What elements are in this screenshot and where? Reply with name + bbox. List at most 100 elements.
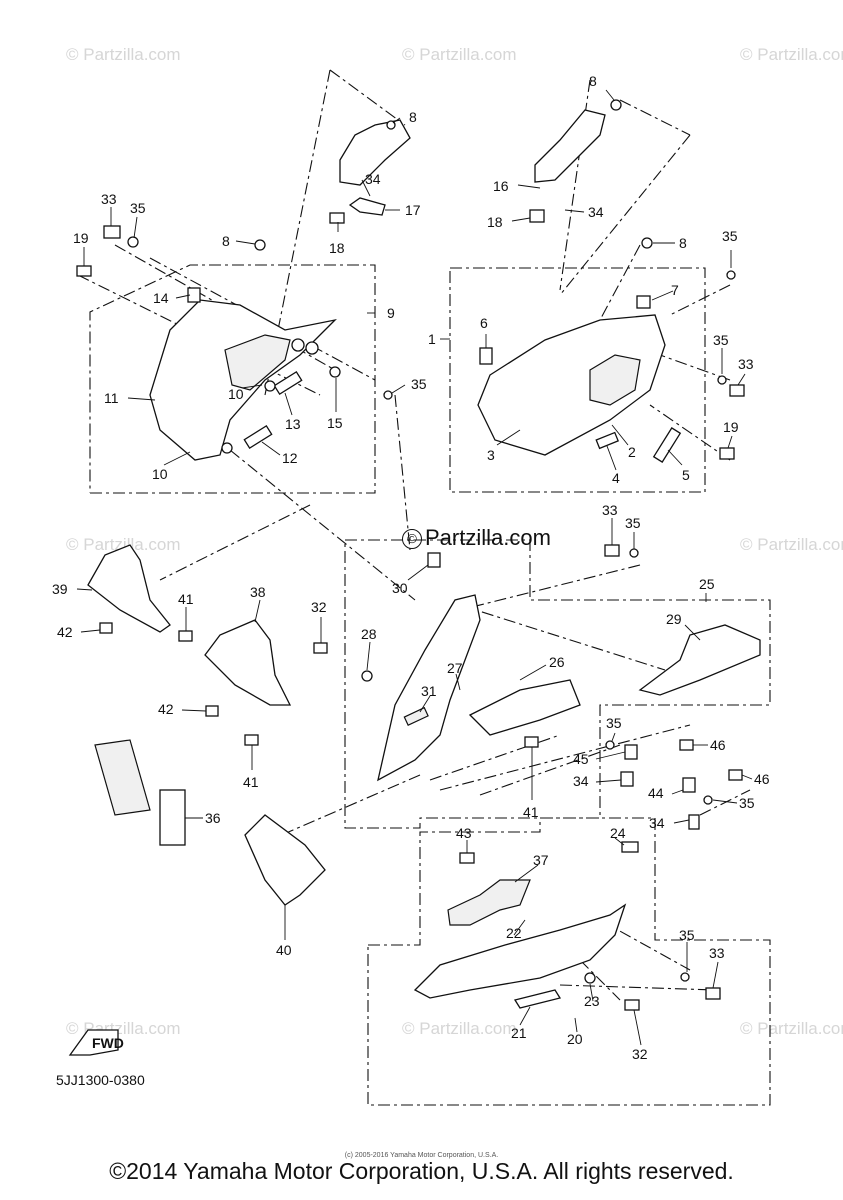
callout-label: 32 (311, 599, 327, 615)
callout-label: 16 (493, 178, 509, 194)
callout-label: 18 (487, 214, 503, 230)
callout-label: 40 (276, 942, 292, 958)
bracket-clip-shape (348, 197, 386, 216)
diagram-code: 5JJ1300-0380 (56, 1072, 145, 1088)
callout-label: 34 (365, 171, 381, 187)
cover-40-shape (244, 814, 326, 906)
callout-label: 32 (632, 1046, 648, 1062)
callout-label: 45 (573, 751, 589, 767)
callout-label: 34 (588, 204, 604, 220)
callout-label: 42 (57, 624, 73, 640)
fwd-arrow-label: FWD (92, 1035, 124, 1051)
callout-label: 24 (610, 825, 626, 841)
copyright-symbol: © (402, 529, 422, 549)
seal-36 (159, 789, 186, 846)
watermark: © Partzilla.com (66, 535, 181, 554)
callout-label: 46 (754, 771, 770, 787)
group-box-25 (344, 539, 771, 829)
watermark: © Partzilla.com (66, 45, 181, 64)
lower-cowling-20-shape (413, 903, 627, 999)
callout-label: 41 (178, 591, 194, 607)
callout-label: 15 (327, 415, 343, 431)
callout-label: 4 (612, 470, 620, 486)
heat-shield-29-shape (638, 624, 761, 696)
group-box-20 (367, 817, 771, 1106)
callout-label: 33 (101, 191, 117, 207)
pad-13 (273, 370, 303, 396)
radiator-shape (94, 739, 151, 816)
pad-21 (513, 989, 562, 1009)
callout-label: 31 (421, 683, 437, 699)
side-cowling-27-shape (377, 594, 481, 782)
watermark: © Partzilla.com (740, 45, 843, 64)
inner-cover-38-shape (204, 619, 292, 706)
callout-label: 29 (666, 611, 682, 627)
callout-label: 30 (392, 580, 408, 596)
pad-12 (243, 424, 273, 450)
pad-4 (595, 431, 619, 450)
callout-label: 17 (405, 202, 421, 218)
callout-label: 1 (428, 331, 436, 347)
leader-lines (76, 89, 753, 1046)
callout-label: 34 (573, 773, 589, 789)
callout-label: 13 (285, 416, 301, 432)
left-cowling-vent (224, 334, 291, 391)
fine-print: (c) 2005-2016 Yamaha Motor Corporation, … (344, 1152, 499, 1159)
callout-label: 33 (738, 356, 754, 372)
callout-label: 35 (722, 228, 738, 244)
callout-label: 5 (682, 467, 690, 483)
callout-label: 35 (130, 200, 146, 216)
callout-label: 35 (606, 715, 622, 731)
callout-label: 8 (409, 109, 417, 125)
callout-labels: 8 34 17 18 33 35 19 8 14 9 11 10 13 15 3… (52, 73, 770, 1062)
callout-label: 35 (411, 376, 427, 392)
copyright-footer: ©2014 Yamaha Motor Corporation, U.S.A. A… (109, 1158, 734, 1184)
callout-label: 10 (152, 466, 168, 482)
watermark: © Partzilla.com (402, 45, 517, 64)
callout-label: 18 (329, 240, 345, 256)
group-box-1 (449, 267, 706, 493)
callout-label: 33 (709, 945, 725, 961)
callout-label: 19 (73, 230, 89, 246)
callout-label: 41 (523, 804, 539, 820)
callout-label: 7 (671, 282, 679, 298)
callout-label: 2 (628, 444, 636, 460)
group-boxes (89, 264, 771, 1106)
callout-label: 35 (625, 515, 641, 531)
callout-label: 37 (533, 852, 549, 868)
center-lines (77, 69, 751, 1001)
watermark: © Partzilla.com (740, 1019, 843, 1038)
callout-label: 3 (487, 447, 495, 463)
callout-label: 35 (679, 927, 695, 943)
center-watermark-text: Partzilla.com (425, 525, 551, 550)
watermark-layer: © Partzilla.com © Partzilla.com © Partzi… (66, 45, 843, 1038)
callout-label: 8 (589, 73, 597, 89)
callout-label: 26 (549, 654, 565, 670)
pad-31 (403, 706, 429, 726)
callout-label: 8 (222, 233, 230, 249)
callout-label: 46 (710, 737, 726, 753)
part-shapes: FWD (68, 109, 761, 1056)
right-bracket-shape (534, 109, 606, 183)
fasteners (76, 99, 745, 1011)
group-box-9 (89, 264, 376, 494)
inner-panel-26-shape (468, 679, 581, 736)
callout-label: 21 (511, 1025, 527, 1041)
seal-37 (447, 879, 531, 926)
callout-label: 20 (567, 1031, 583, 1047)
callout-label: 19 (723, 419, 739, 435)
right-cowling-vent (589, 354, 641, 406)
callout-label: 27 (447, 660, 463, 676)
callout-label: 42 (158, 701, 174, 717)
callout-label: 34 (649, 815, 665, 831)
callout-label: 36 (205, 810, 221, 826)
callout-label: 23 (584, 993, 600, 1009)
callout-label: 39 (52, 581, 68, 597)
callout-label: 9 (387, 305, 395, 321)
callout-label: 11 (104, 390, 119, 406)
callout-label: 14 (153, 290, 169, 306)
callout-label: 35 (739, 795, 755, 811)
right-cowling-shape (477, 314, 666, 456)
callout-label: 8 (679, 235, 687, 251)
